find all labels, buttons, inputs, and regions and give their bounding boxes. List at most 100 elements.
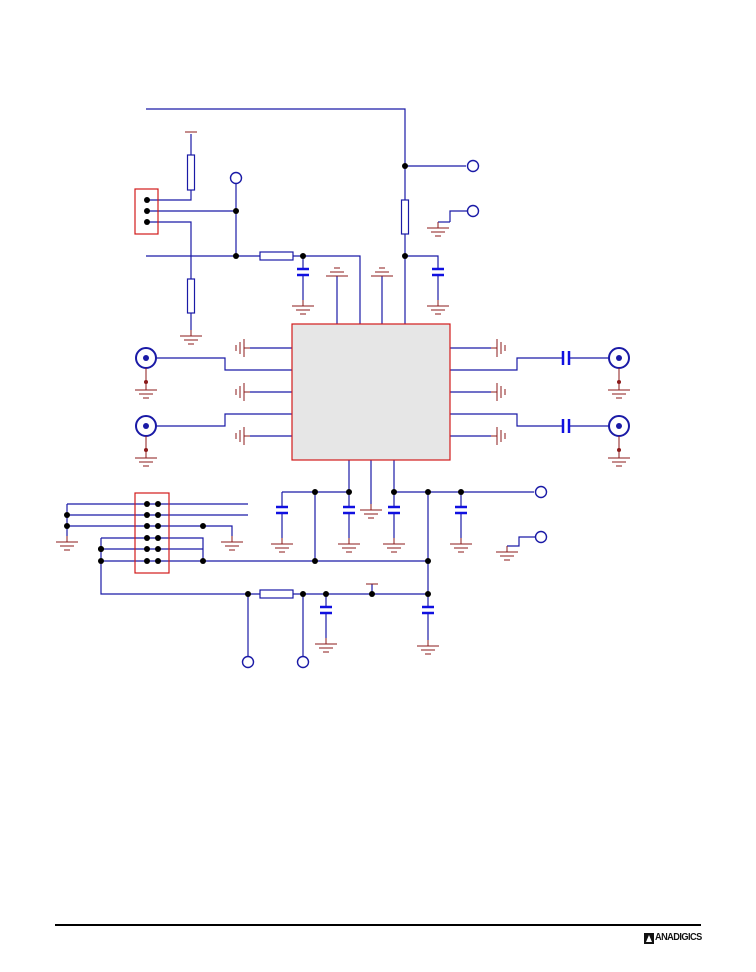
junction-dot (323, 591, 329, 597)
header-connector-icon (134, 492, 170, 574)
ground-icon (427, 300, 449, 315)
header-connector-icon (134, 188, 159, 235)
ground-icon (417, 640, 439, 655)
junction-dot (144, 197, 150, 203)
resistor-icon (186, 154, 196, 191)
test-point-icon (241, 655, 255, 669)
capacitor-icon (297, 267, 309, 277)
wire (293, 255, 361, 324)
ground-icon (135, 384, 157, 399)
company-logo: ANADIGICS (644, 931, 706, 945)
junction-dot (425, 591, 431, 597)
wire (450, 357, 563, 371)
capacitor-icon (422, 605, 434, 615)
junction-dot (369, 591, 375, 597)
components (56, 131, 630, 669)
ground-icon (326, 267, 348, 277)
ground-icon (491, 427, 506, 445)
capacitor-icon (455, 505, 467, 515)
capacitor-icon (276, 505, 288, 515)
wire (147, 221, 192, 279)
junction-dot (458, 489, 464, 495)
test-point-icon (229, 171, 243, 185)
capacitor-icon (432, 267, 444, 277)
ground-icon (180, 330, 202, 345)
junction-dot (300, 253, 306, 259)
test-point-icon (534, 485, 548, 499)
ground-icon (427, 222, 449, 237)
junction-dot (300, 591, 306, 597)
ground-icon (360, 504, 382, 519)
sma-connector-icon (608, 415, 630, 452)
ground-icon (56, 536, 78, 551)
junction-dot (233, 208, 239, 214)
junction-dot (155, 501, 161, 507)
test-point-icon (466, 159, 480, 173)
junction-dot (144, 219, 150, 225)
wire (405, 255, 439, 268)
resistor-icon (186, 278, 196, 314)
junction-dot (64, 512, 70, 518)
junction-dot (144, 546, 150, 552)
capacitor-icon (320, 605, 332, 615)
junction-dot (144, 523, 150, 529)
ground-icon (135, 452, 157, 467)
ground-icon (491, 339, 506, 357)
sma-connector-icon (608, 347, 630, 384)
junction-dot (144, 501, 150, 507)
ground-icon (338, 538, 360, 553)
wire (147, 190, 192, 201)
wire (100, 538, 260, 595)
wire (67, 525, 233, 536)
junction-dot (233, 253, 239, 259)
ground-icon (292, 300, 314, 315)
junction-dot (155, 523, 161, 529)
junction-dot (98, 558, 104, 564)
sma-connector-icon (135, 415, 157, 452)
junction-dot (98, 546, 104, 552)
ground-icon (608, 384, 630, 399)
ground-icon (221, 536, 243, 551)
ground-icon (608, 452, 630, 467)
ground-icon (450, 538, 472, 553)
resistor-icon (400, 199, 410, 235)
junction-dot (312, 558, 318, 564)
junction-dot (402, 163, 408, 169)
logo-mark-icon (644, 932, 654, 944)
ground-icon (371, 267, 393, 277)
junctions (64, 163, 464, 597)
junction-dot (155, 546, 161, 552)
capacitor-icon (561, 351, 571, 365)
ground-icon (496, 546, 518, 561)
junction-dot (144, 535, 150, 541)
capacitor-icon (343, 505, 355, 515)
junction-dot (346, 489, 352, 495)
junction-dot (200, 523, 206, 529)
junction-dot (155, 558, 161, 564)
wire (450, 413, 563, 427)
ground-icon (383, 538, 405, 553)
ground-icon (235, 427, 250, 445)
sma-connector-icon (135, 347, 157, 384)
wire (449, 210, 467, 222)
wire (156, 357, 292, 371)
ic-chip-body (291, 323, 451, 461)
junction-dot (312, 489, 318, 495)
junction-dot (402, 253, 408, 259)
test-point-icon (296, 655, 310, 669)
junction-dot (64, 523, 70, 529)
footer-rule (55, 924, 701, 926)
ground-icon (235, 339, 250, 357)
resistor-icon (259, 589, 294, 599)
ground-icon (271, 538, 293, 553)
wire (507, 536, 535, 547)
wires (66, 108, 609, 656)
junction-dot (144, 558, 150, 564)
wire (146, 108, 406, 200)
junction-dot (144, 208, 150, 214)
junction-dot (391, 489, 397, 495)
capacitor-icon (561, 419, 571, 433)
junction-dot (425, 489, 431, 495)
resistor-icon (259, 251, 294, 261)
